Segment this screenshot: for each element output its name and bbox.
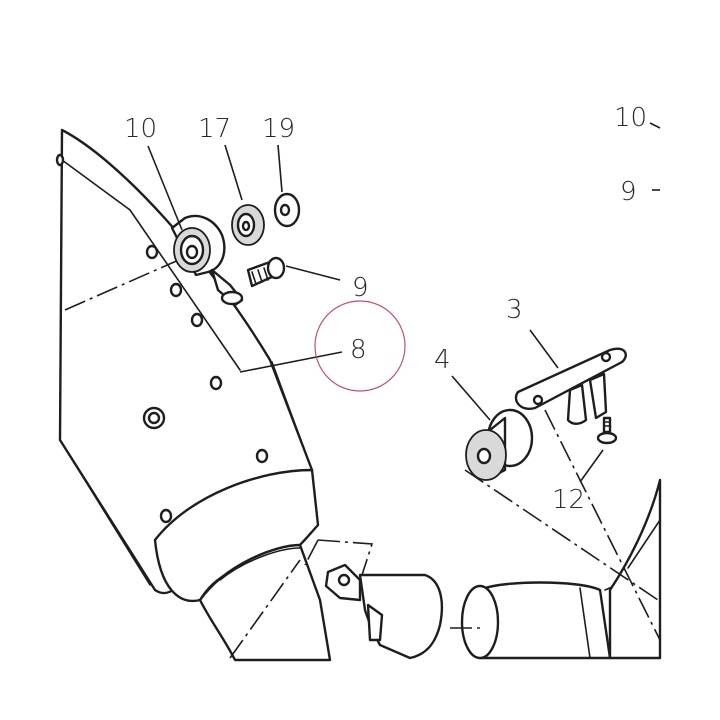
- callout-4: 4: [434, 345, 451, 375]
- callout-12: 12: [552, 485, 585, 515]
- axis-line: [229, 559, 301, 659]
- axis-line: [544, 409, 661, 641]
- mount-hole: [159, 508, 173, 524]
- callout-10: 10: [124, 114, 157, 144]
- callout-17: 17: [198, 114, 231, 144]
- mount-hole: [169, 282, 183, 298]
- callout-9: 9: [352, 273, 369, 303]
- mount-hole: [255, 448, 269, 464]
- part-4-rubber-mount: [451, 375, 534, 481]
- part-12-screw: [579, 416, 618, 483]
- part-19-washer: [273, 144, 301, 228]
- callout-3: 3: [506, 295, 523, 325]
- part-10-grommet: [170, 214, 226, 277]
- mount-hole: [209, 375, 223, 391]
- callout-9-right: 9: [620, 177, 637, 207]
- mount-hole: [145, 244, 159, 260]
- callout-8: 8: [350, 335, 367, 365]
- callout-10-right: 10: [614, 103, 647, 133]
- leader-10: [147, 145, 183, 231]
- axis-line: [64, 254, 191, 311]
- callout-19: 19: [262, 114, 295, 144]
- part-3-bracket: [514, 329, 627, 425]
- silencer-end-cone: [153, 468, 332, 662]
- outlet-bracket-tab: [304, 539, 374, 602]
- part-9-screw: [210, 256, 341, 307]
- connector-pipe: [358, 573, 444, 660]
- leader-10b: [649, 122, 661, 129]
- highlight-circle: [314, 300, 406, 392]
- leader-8: [239, 351, 343, 373]
- mount-hole: [190, 312, 204, 328]
- part-17-spacer: [224, 144, 265, 246]
- mount-hole: [55, 153, 65, 167]
- axis-line: [464, 469, 659, 601]
